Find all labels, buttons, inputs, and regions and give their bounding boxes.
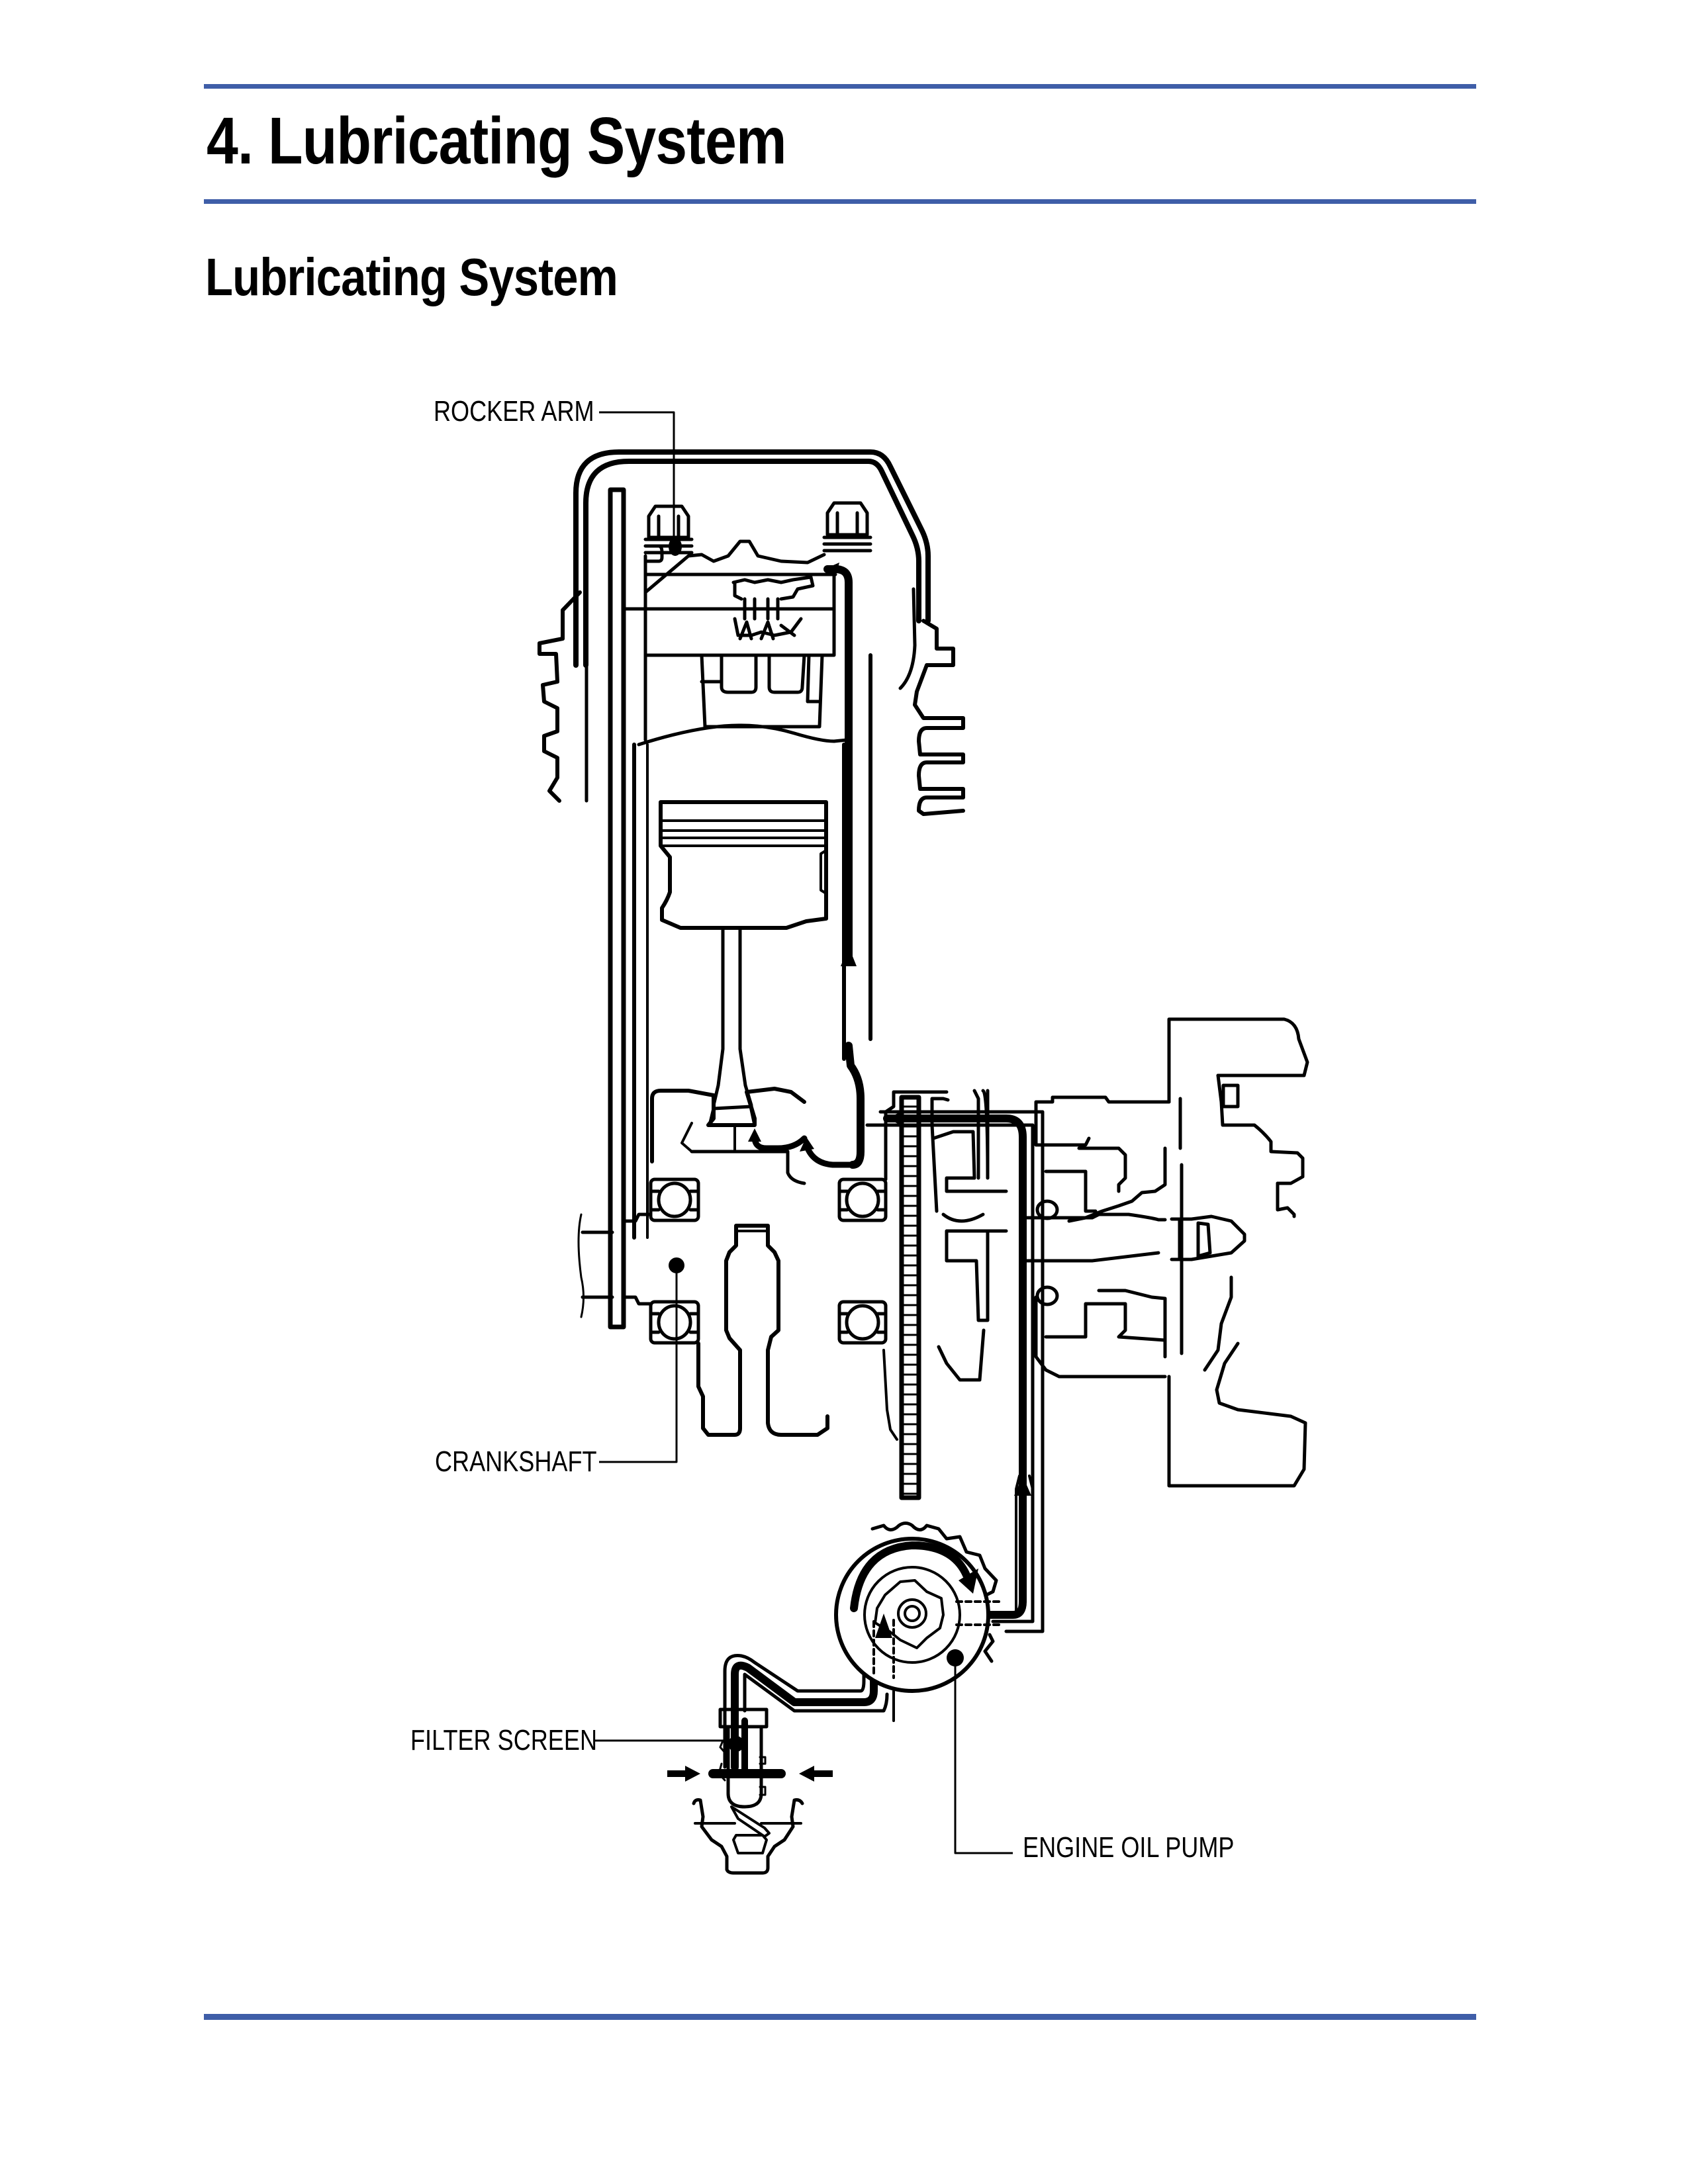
connecting-rod xyxy=(712,926,753,1107)
clutch-assembly xyxy=(1021,1017,1309,1488)
callout-rocker-arm: ROCKER ARM xyxy=(434,395,594,428)
callout-filter-screen: FILTER SCREEN xyxy=(410,1724,598,1756)
crank-webs xyxy=(696,1224,829,1437)
crankshaft-left-end xyxy=(577,1212,653,1318)
timing-chain-links xyxy=(900,1105,920,1495)
crank-feed-arrowhead xyxy=(887,1111,904,1126)
top-rule xyxy=(204,84,1476,89)
gearbox-housing xyxy=(882,1089,1008,1441)
head-cover xyxy=(573,449,931,668)
crankpin-arrowhead xyxy=(748,1128,761,1142)
left-cooling-fins xyxy=(538,590,588,803)
main-bearings xyxy=(649,1177,888,1345)
screen-inlet-flow xyxy=(708,1717,786,1778)
cylinder-walls xyxy=(632,653,872,1240)
crankcase xyxy=(650,1087,806,1185)
pump-rotation-arrowhead xyxy=(959,1569,978,1594)
pump-rotation-arrow xyxy=(850,1541,970,1612)
left-pushrod-tube xyxy=(608,487,626,1330)
filter-screen-marker-dot xyxy=(728,1736,744,1752)
timing-chain xyxy=(899,1095,921,1500)
pump-inlet-arrowhead xyxy=(875,1614,892,1638)
bottom-rule xyxy=(204,2014,1476,2020)
rocker-arm-marker-dot xyxy=(669,537,682,556)
oil-passage-main xyxy=(731,565,1027,1771)
big-end-arrowhead xyxy=(800,1137,814,1152)
right-cooling-fins xyxy=(898,587,965,816)
rocker-feed-arrowhead xyxy=(841,946,857,966)
crankshaft-leader xyxy=(599,1265,678,1463)
rocker-arm-leader xyxy=(599,411,675,547)
oil-passage-walls xyxy=(723,1110,1045,1769)
piston xyxy=(659,800,828,930)
engine-oil-pump-leader xyxy=(954,1658,1013,1854)
callout-crankshaft: CRANKSHAFT xyxy=(435,1445,597,1478)
passage-up-arrowhead xyxy=(1014,1476,1031,1496)
rocker-entry-arrowhead xyxy=(824,563,839,577)
inlet-arrow-right xyxy=(685,1766,700,1782)
title-underline-rule xyxy=(204,199,1476,204)
screen-inlet-arrows xyxy=(667,1766,833,1782)
rocker-assembly xyxy=(624,501,872,747)
callout-engine-oil-pump: ENGINE OIL PUMP xyxy=(1023,1831,1235,1864)
page-title: 4. Lubricating System xyxy=(207,104,786,178)
section-heading: Lubricating System xyxy=(205,248,618,306)
inlet-arrow-left xyxy=(799,1766,814,1782)
leader-lines xyxy=(594,411,1013,1854)
flow-arrowheads xyxy=(748,563,1031,1638)
